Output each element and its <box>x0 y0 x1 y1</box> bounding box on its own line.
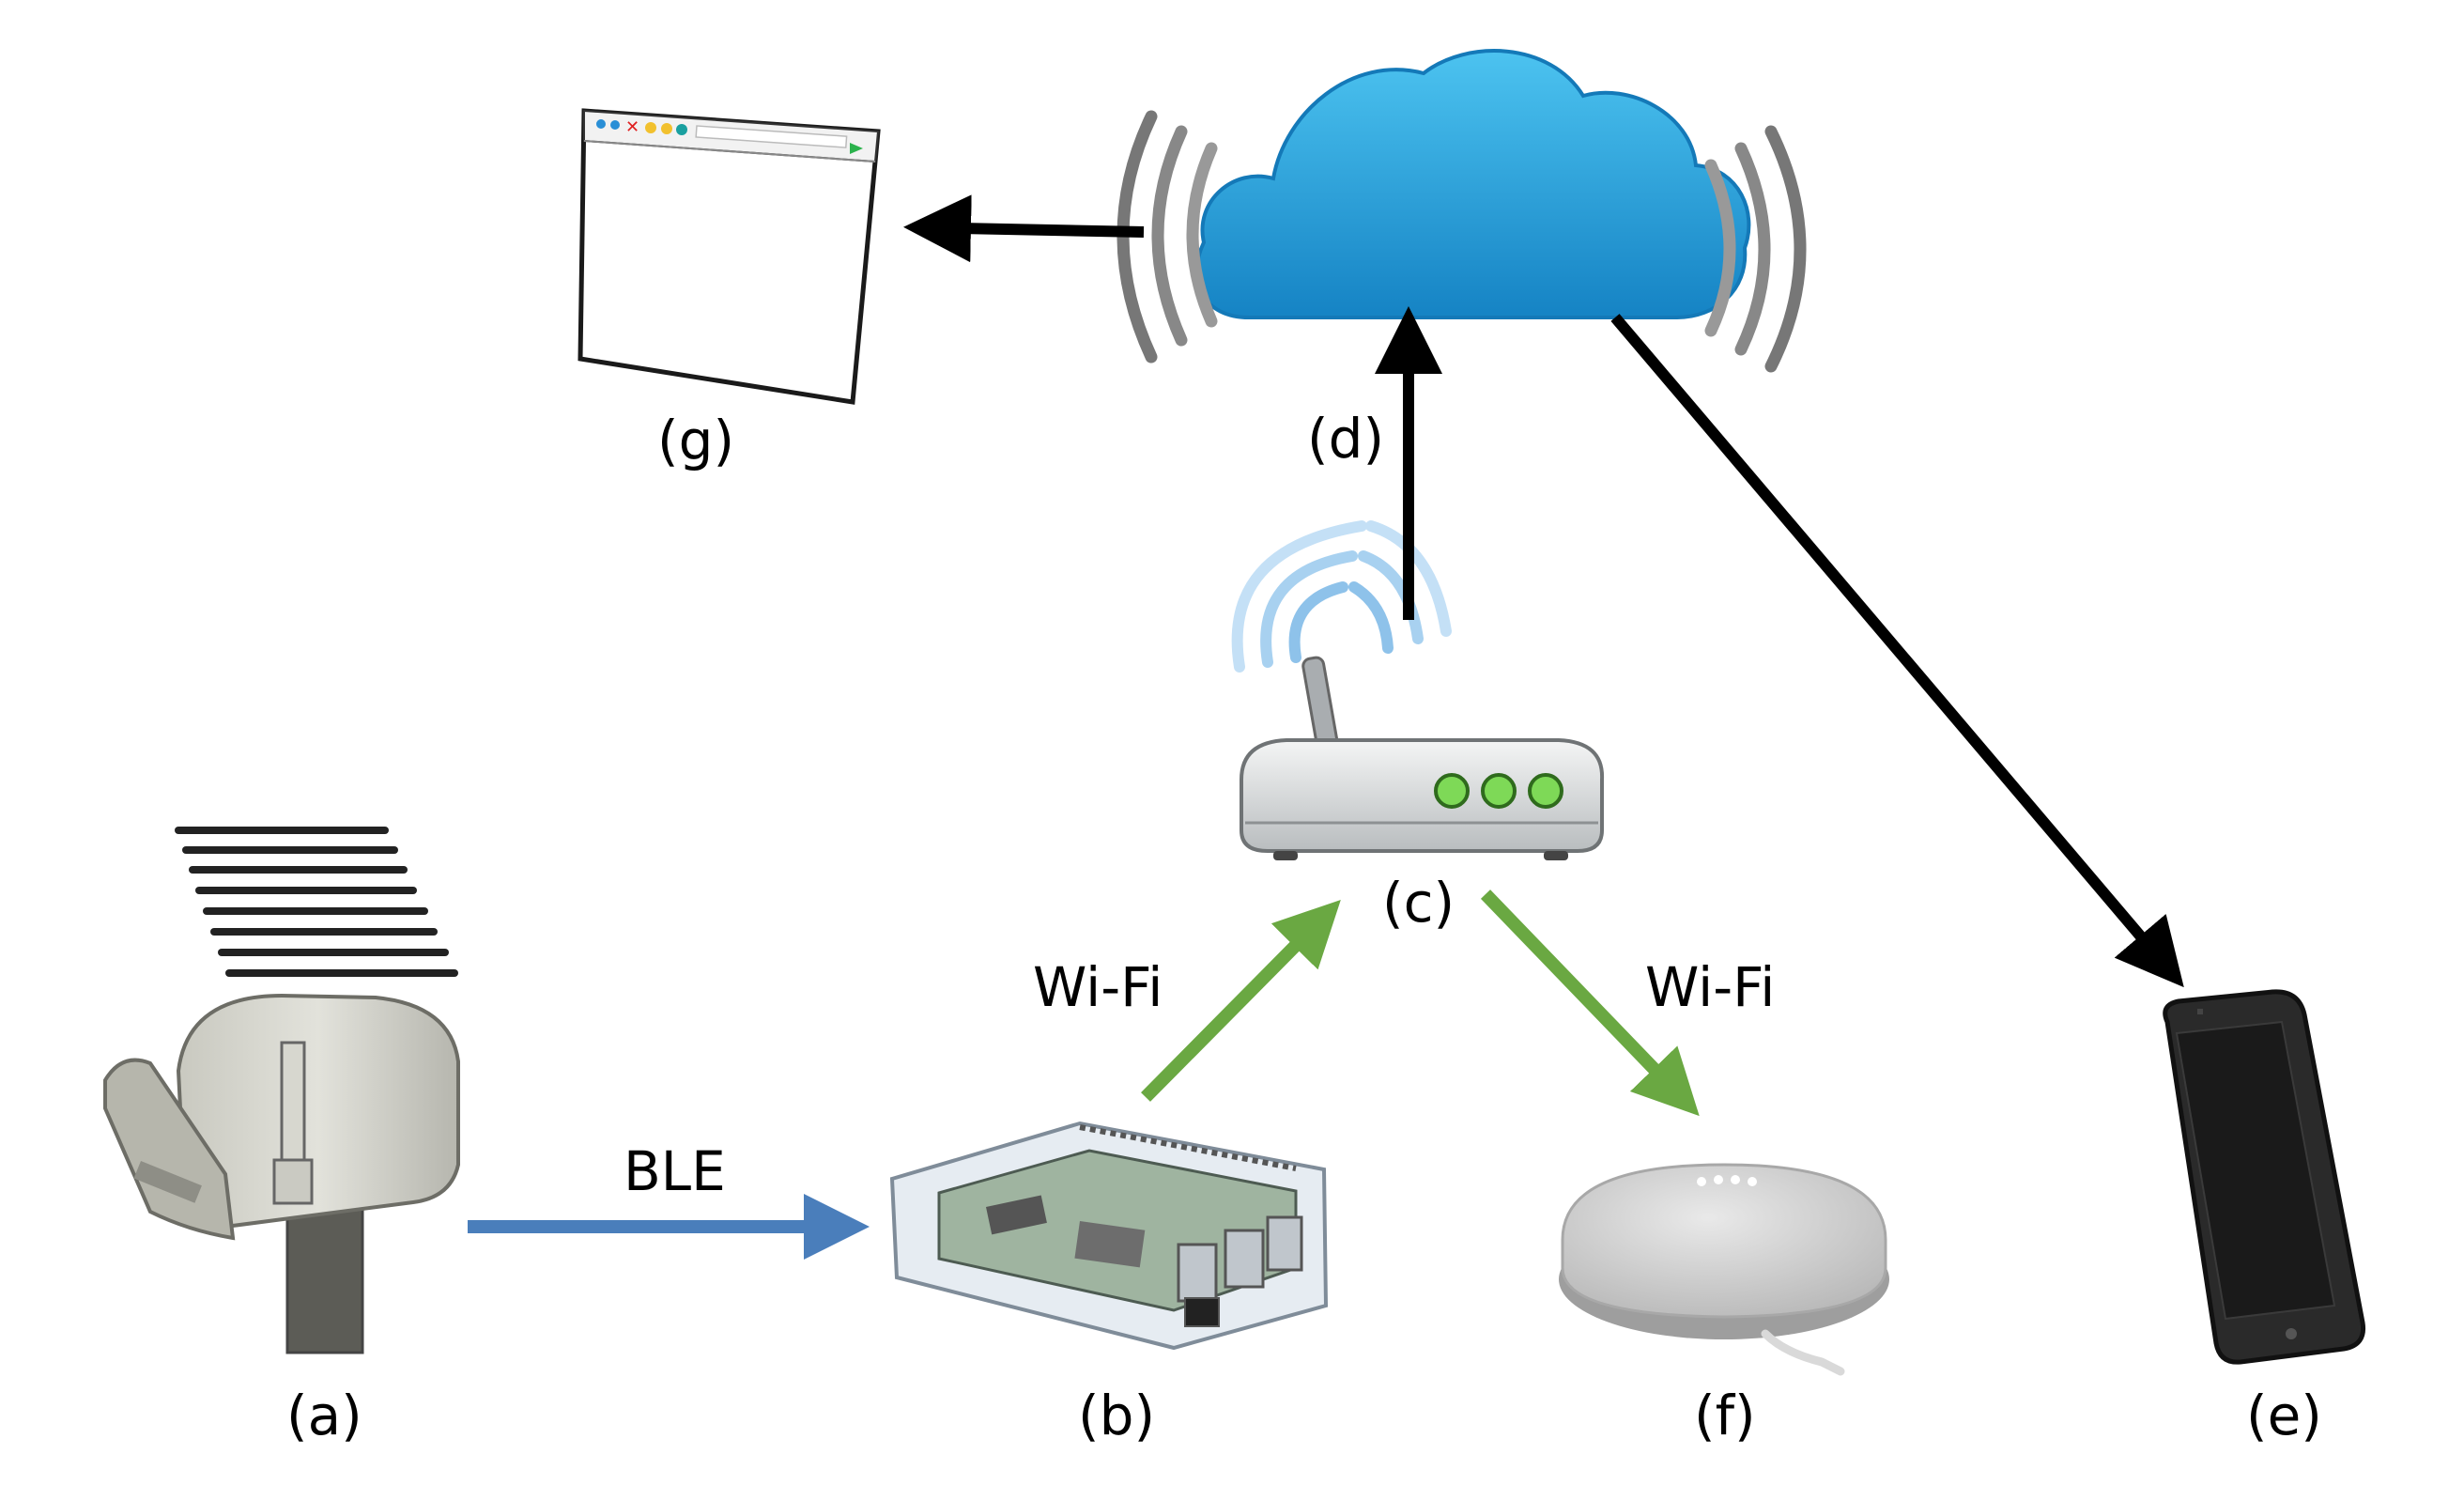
browser-window-icon: ✕ <box>578 108 881 405</box>
label-d: (d) <box>1307 407 1385 471</box>
link-label-ble: BLE <box>624 1139 726 1203</box>
label-a: (a) <box>286 1384 362 1447</box>
cloud-icon <box>1116 49 1807 373</box>
arrow-pi-to-router-wifi <box>1141 900 1341 1102</box>
arrow-cloud-to-browser <box>903 194 1145 263</box>
smart-mailbox-icon <box>103 827 460 1354</box>
smartphone-icon <box>2163 989 2366 1365</box>
label-e: (e) <box>2246 1384 2322 1447</box>
label-g: (g) <box>657 409 735 472</box>
label-b: (b) <box>1078 1384 1156 1447</box>
wifi-router-icon <box>1231 520 1605 860</box>
label-c: (c) <box>1382 871 1455 935</box>
svg-text:✕: ✕ <box>625 117 639 137</box>
link-label-wifi-left: Wi-Fi <box>1033 955 1163 1019</box>
arrow-router-to-speaker-wifi <box>1480 889 1700 1117</box>
link-label-wifi-right: Wi-Fi <box>1645 955 1776 1019</box>
arrow-cloud-to-phone <box>1610 314 2184 988</box>
label-f: (f) <box>1694 1384 1756 1447</box>
smart-speaker-icon <box>1559 1163 1889 1376</box>
raspberry-pi-icon <box>889 1121 1329 1351</box>
